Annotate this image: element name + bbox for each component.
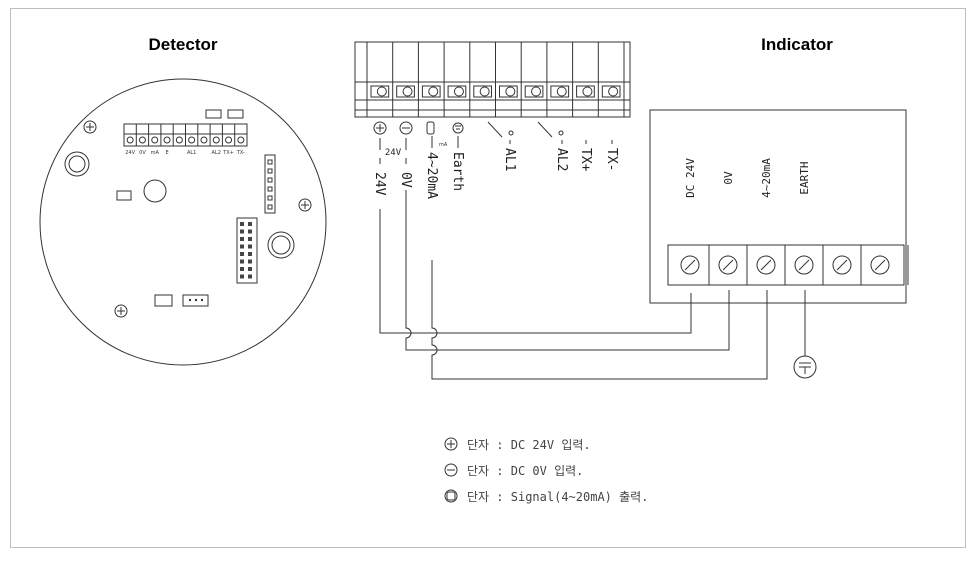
indicator-terminal-label-1: 0V bbox=[722, 171, 735, 185]
alarm2-switch-icon bbox=[537, 121, 564, 138]
indicator-terminal-block bbox=[667, 244, 905, 286]
terminal-slot bbox=[550, 85, 570, 98]
screw-icon bbox=[114, 304, 128, 318]
terminal-screw-icon bbox=[608, 86, 619, 97]
board-terminal-label-2: mA bbox=[151, 150, 160, 156]
terminal-slot bbox=[421, 85, 441, 98]
minus-circle-icon bbox=[399, 121, 413, 135]
board-terminal-label-5: AL1 bbox=[187, 150, 196, 156]
signal-terminal-icon bbox=[426, 121, 435, 135]
wire-24v bbox=[379, 209, 692, 334]
lead-label-5: AL2 bbox=[554, 148, 569, 171]
board-terminal-label-1: 0V bbox=[139, 150, 146, 156]
lead-label-6: TX+ bbox=[578, 148, 593, 172]
indicator-box bbox=[649, 109, 907, 304]
bottom-connector bbox=[182, 294, 209, 307]
terminal-block-body bbox=[354, 41, 631, 118]
lead-label-4: AL1 bbox=[502, 148, 517, 171]
bracket-24v-label: 24V bbox=[385, 148, 402, 158]
legend-item-0: 단자 : DC 24V 입력. bbox=[467, 438, 591, 452]
board-terminal-label-7: AL2 bbox=[212, 150, 221, 156]
indicator-screw-icon bbox=[794, 255, 814, 275]
center-component bbox=[143, 179, 167, 203]
detector-terminal-block: mA 24V 24V 0V 4~20mA Earth AL1 AL2 TX+ TX- bbox=[354, 41, 631, 199]
lead-label-2: 4~20mA bbox=[424, 152, 439, 199]
terminal-screw-icon bbox=[376, 86, 387, 97]
indicator-unit: DC 24V 0V 4~20mA EARTH bbox=[649, 109, 909, 304]
terminal-screw-icon bbox=[531, 86, 542, 97]
pin-header bbox=[236, 217, 258, 284]
terminal-slot bbox=[576, 85, 595, 98]
wire-4-20ma bbox=[431, 260, 768, 380]
indicator-screw-icon bbox=[756, 255, 776, 275]
terminal-screw-icon bbox=[428, 86, 439, 97]
board-terminal-label-8: TX+ bbox=[222, 150, 234, 156]
indicator-screw-icon bbox=[718, 255, 738, 275]
indicator-screw-icon bbox=[680, 255, 700, 275]
terminal-screw-icon bbox=[556, 86, 567, 97]
knob-icon bbox=[267, 231, 295, 259]
indicator-terminal-label-0: DC 24V bbox=[684, 158, 697, 198]
board-outline bbox=[39, 78, 327, 366]
terminal-screw-icon bbox=[402, 86, 413, 97]
lead-label-1: 0V bbox=[398, 172, 413, 188]
terminal-slot bbox=[447, 85, 467, 98]
terminal-slot bbox=[601, 85, 621, 98]
minus-circle-icon bbox=[444, 463, 458, 477]
legend-item-1: 단자 : DC 0V 입력. bbox=[467, 464, 583, 478]
lead-label-0: 24V bbox=[372, 172, 387, 196]
ma-mark: mA bbox=[439, 142, 448, 148]
indicator-screw-icon bbox=[832, 255, 852, 275]
terminal-slot bbox=[396, 85, 415, 98]
terminal-screw-icon bbox=[479, 86, 490, 97]
terminal-screw-icon bbox=[505, 86, 516, 97]
alarm1-switch-icon bbox=[487, 121, 514, 138]
vertical-connector bbox=[264, 154, 276, 214]
terminal-slot bbox=[499, 85, 518, 98]
screw-icon bbox=[83, 120, 97, 134]
earth-terminal-icon bbox=[452, 122, 464, 134]
indicator-screw-icon bbox=[870, 255, 890, 275]
board-terminal-label-9: TX- bbox=[236, 150, 245, 156]
indicator-title: Indicator bbox=[761, 35, 833, 54]
terminal-slot bbox=[524, 85, 544, 98]
indicator-terminal-label-2: 4~20mA bbox=[760, 158, 773, 198]
board-terminal-label-3: E bbox=[165, 150, 168, 156]
legend: 단자 : DC 24V 입력. 단자 : DC 0V 입력. 단자 : Sign… bbox=[444, 437, 648, 504]
board-terminal-label-0: 24V bbox=[125, 150, 135, 156]
terminal-screw-icon bbox=[453, 86, 464, 97]
legend-item-2: 단자 : Signal(4~20mA) 출력. bbox=[467, 490, 648, 504]
board-component bbox=[205, 109, 222, 119]
signal-terminal-icon bbox=[444, 489, 458, 503]
wire-0v bbox=[405, 190, 730, 351]
plus-circle-icon bbox=[444, 437, 458, 451]
terminal-slot bbox=[473, 85, 492, 98]
indicator-terminal-label-3: EARTH bbox=[798, 161, 811, 194]
terminal-screw-icon bbox=[582, 86, 593, 97]
detector-title: Detector bbox=[149, 35, 218, 54]
wiring bbox=[379, 190, 817, 380]
knob-icon bbox=[64, 151, 90, 177]
ground-icon bbox=[793, 355, 817, 379]
lead-label-3: Earth bbox=[450, 152, 465, 191]
board-component bbox=[154, 294, 173, 307]
lead-label-7: TX- bbox=[604, 148, 619, 171]
plus-circle-icon bbox=[373, 121, 387, 135]
diagram-frame bbox=[10, 8, 966, 548]
terminal-slot bbox=[370, 85, 390, 98]
board-component bbox=[227, 109, 244, 119]
screw-icon bbox=[298, 198, 312, 212]
chip-icon bbox=[116, 190, 132, 201]
